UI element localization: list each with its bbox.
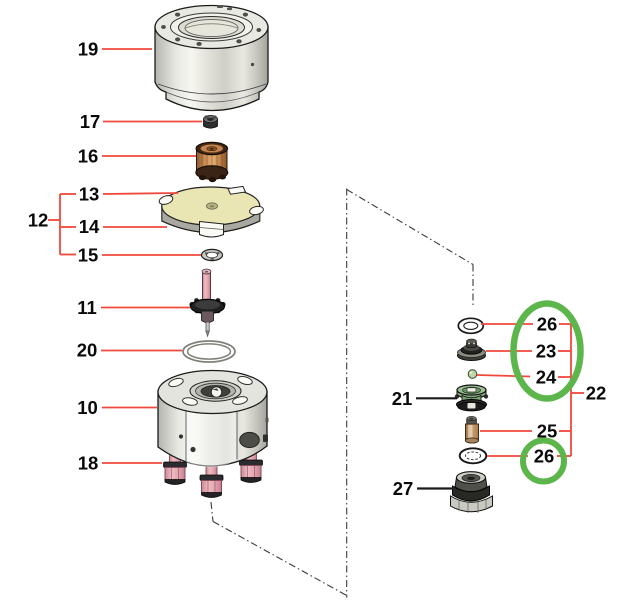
part-25-sleeve: [464, 416, 480, 444]
part-17-lock-nut: [203, 115, 218, 129]
label-14: 14: [79, 216, 100, 237]
label-12: 12: [28, 210, 49, 231]
label-17: 17: [80, 111, 101, 132]
label-26-top: 26: [537, 314, 558, 335]
part-20-large-oring: [182, 340, 236, 363]
label-20: 20: [77, 340, 98, 361]
label-21: 21: [392, 388, 413, 409]
group-bracket-12: [48, 193, 76, 256]
label-26-bottom: 26: [534, 446, 555, 467]
part-15-lock-washer: [200, 248, 224, 262]
label-25: 25: [537, 421, 558, 442]
boundary-stub-from-body: [210, 501, 214, 522]
labels: 19 17 16 13 12 14 15 11 20 10 18 21 27 2…: [28, 39, 607, 500]
part-16-copper-filter: [195, 141, 229, 183]
leader-lines-black: [416, 397, 457, 490]
part-26-bottom-oring: [458, 447, 488, 465]
label-16: 16: [78, 146, 99, 167]
label-23: 23: [536, 341, 557, 362]
part-23-poppet: [457, 338, 486, 361]
label-15: 15: [78, 245, 99, 266]
part-19-top-cap-ring: [154, 4, 269, 112]
leader-lines-red: [101, 48, 533, 464]
boundary-bottom-diagonal: [212, 521, 347, 596]
label-13: 13: [79, 184, 100, 205]
label-19: 19: [78, 39, 99, 60]
label-18: 18: [78, 453, 99, 474]
leader-13: [102, 192, 179, 195]
label-11: 11: [77, 297, 97, 318]
highlight-circle-26: [520, 437, 567, 485]
dashed-detail-boundary: [210, 188, 474, 598]
part-13-14-disc-stack: [158, 185, 264, 238]
boundary-top-diagonal: [346, 189, 474, 265]
part-21-valve-spool: [454, 384, 489, 412]
part-11-valve-stem: [189, 268, 226, 338]
highlight-ellipse-26-23-24: [510, 300, 584, 402]
part-24-check-ball: [467, 369, 478, 379]
part-27-valve-seat: [450, 471, 493, 513]
label-22: 22: [586, 383, 607, 404]
part-10-pump-body: [157, 369, 269, 468]
highlight-rings: [510, 300, 584, 485]
label-10: 10: [77, 397, 98, 418]
label-27: 27: [393, 478, 414, 499]
part-26-top-oring: [457, 317, 485, 335]
label-24: 24: [536, 367, 557, 388]
